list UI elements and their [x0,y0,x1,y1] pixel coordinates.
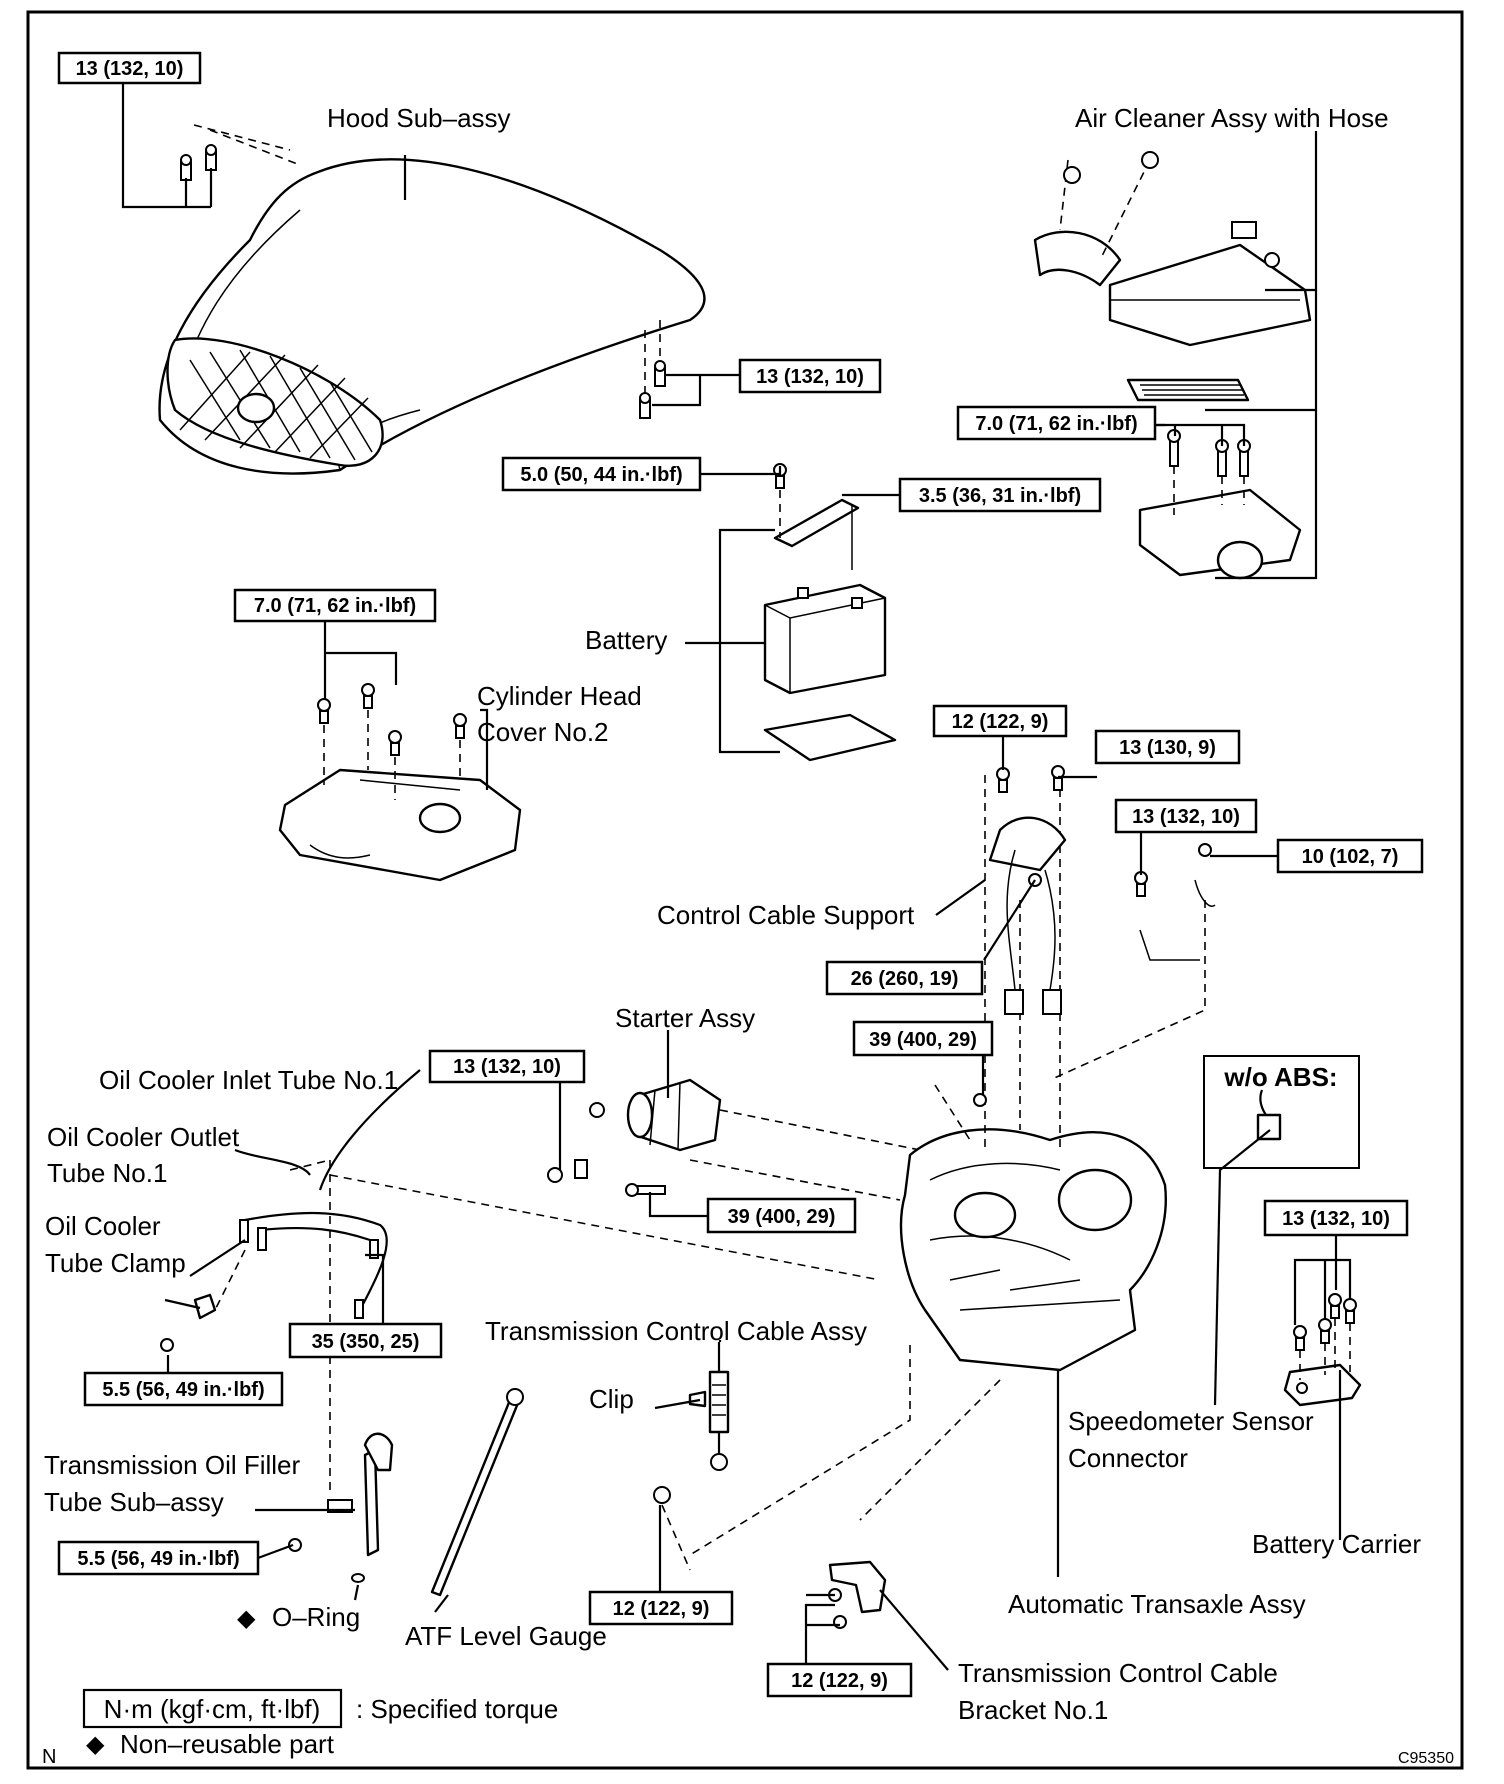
label-clip: Clip [589,1384,634,1414]
label-speedo-line2: Connector [1068,1443,1188,1473]
torque-39-400-bottom-text: 39 (400, 29) [728,1206,836,1228]
torque-39-400-top-text: 39 (400, 29) [869,1029,977,1051]
torque-13-132-carrier-text: 13 (132, 10) [1282,1208,1390,1230]
torque-13-132-mid: 13 (132, 10) [1114,798,1258,834]
torque-hood-top: 13 (132, 10) [57,51,202,85]
leader-lines [121,83,1352,1671]
label-air-cleaner: Air Cleaner Assy with Hose [1075,103,1389,133]
torque-39-400-bottom: 39 (400, 29) [706,1197,857,1234]
label-transaxle: Automatic Transaxle Assy [1008,1589,1306,1619]
trans-control-cable-drawing [653,1342,730,1571]
air-cleaner-drawing [1033,151,1312,580]
torque-13-132-starter-text: 13 (132, 10) [453,1056,561,1078]
torque-cylinder-cover: 7.0 (71, 62 in.·lbf) [233,588,437,623]
oil-cooler-tubes-drawing [160,1159,881,1352]
label-filler-tube-line1: Transmission Oil Filler [44,1450,301,1480]
label-oil-cooler-outlet-line1: Oil Cooler Outlet [47,1122,240,1152]
label-oil-cooler-outlet-line2: Tube No.1 [47,1158,167,1188]
torque-hood-top-text: 13 (132, 10) [76,58,184,80]
torque-air-cleaner: 7.0 (71, 62 in.·lbf) [956,405,1157,441]
label-oil-cooler-clamp-line1: Oil Cooler [45,1211,161,1241]
o-ring-diamond-icon: ◆ [237,1605,256,1632]
torque-35-350: 35 (350, 25) [288,1322,443,1359]
wo-abs-text: w/o ABS: [1223,1062,1337,1092]
battery-drawing [763,463,897,762]
torque-5-5-filler-text: 5.5 (56, 49 in.·lbf) [77,1548,239,1570]
label-atf-gauge: ATF Level Gauge [405,1621,607,1651]
label-hood: Hood Sub–assy [327,103,511,133]
torque-12-122-bracket-text: 12 (122, 9) [791,1670,888,1692]
torque-13-132-mid-text: 13 (132, 10) [1132,806,1240,828]
torque-10-102-text: 10 (102, 7) [1302,846,1399,868]
atf-gauge-drawing [430,1388,524,1597]
label-speedo-line1: Speedometer Sensor [1068,1406,1314,1436]
torque-hood-side: 13 (132, 10) [738,358,882,394]
torque-10-102: 10 (102, 7) [1276,838,1424,874]
legend: N·m (kgf·cm, ft·lbf) : Specified torque … [42,1688,1454,1768]
torque-battery-clamp-text: 5.0 (50, 44 in.·lbf) [520,464,682,486]
cylinder-head-cover-drawing [278,683,522,882]
torque-13-132-starter: 13 (132, 10) [428,1049,586,1084]
torque-35-350-text: 35 (350, 25) [312,1331,420,1353]
label-filler-tube-line2: Tube Sub–assy [44,1487,224,1517]
torque-battery-clamp: 5.0 (50, 44 in.·lbf) [501,456,702,492]
figure-code: C95350 [1398,1750,1454,1767]
torque-12-122-cable-text: 12 (122, 9) [613,1598,710,1620]
torque-battery-terminal-text: 3.5 (36, 31 in.·lbf) [919,485,1081,507]
torque-13-130: 13 (130, 9) [1094,729,1241,765]
hood-drawing [158,124,706,475]
battery-carrier-drawing [1283,1293,1362,1407]
label-bracket-line1: Transmission Control Cable [958,1658,1278,1688]
torque-5-5-clamp: 5.5 (56, 49 in.·lbf) [83,1371,284,1407]
label-oil-cooler-clamp-line2: Tube Clamp [45,1248,186,1278]
legend-diamond-icon: ◆ [86,1731,105,1758]
diagram-frame [26,10,1464,1770]
torque-5-5-filler: 5.5 (56, 49 in.·lbf) [57,1540,260,1576]
starter-drawing [547,1078,921,1201]
legend-specified-torque: : Specified torque [356,1694,558,1724]
torque-12-122-top: 12 (122, 9) [932,704,1068,738]
torque-13-132-carrier: 13 (132, 10) [1263,1199,1409,1237]
torque-cylinder-cover-text: 7.0 (71, 62 in.·lbf) [254,595,416,617]
torque-13-130-text: 13 (130, 9) [1119,737,1216,759]
label-battery-carrier: Battery Carrier [1252,1529,1421,1559]
torque-5-5-clamp-text: 5.5 (56, 49 in.·lbf) [102,1379,264,1401]
label-bracket-line2: Bracket No.1 [958,1695,1108,1725]
torque-12-122-cable: 12 (122, 9) [588,1590,734,1626]
wo-abs-box: w/o ABS: [1203,1055,1360,1169]
torque-26-260-text: 26 (260, 19) [851,968,959,990]
control-cable-support-drawing [973,765,1216,1107]
label-starter: Starter Assy [615,1003,755,1033]
footer-left-code: N [42,1746,56,1768]
speedo-sensor-drawing [1256,1089,1282,1141]
torque-12-122-bracket: 12 (122, 9) [766,1662,913,1698]
label-control-cable-support: Control Cable Support [657,900,915,930]
part-labels: Hood Sub–assy Air Cleaner Assy with Hose… [44,103,1421,1725]
torque-battery-terminal: 3.5 (36, 31 in.·lbf) [898,477,1102,513]
torque-26-260: 26 (260, 19) [825,960,984,996]
label-oil-cooler-inlet: Oil Cooler Inlet Tube No.1 [99,1065,398,1095]
label-battery: Battery [585,625,667,655]
legend-non-reusable: Non–reusable part [120,1729,335,1759]
torque-hood-side-text: 13 (132, 10) [756,366,864,388]
label-cylinder-head-line2: Cover No.2 [477,717,609,747]
filler-tube-drawing [288,1160,394,1583]
torque-39-400-top: 39 (400, 29) [852,1020,994,1057]
transaxle-drawing [689,775,1206,1556]
torque-12-122-top-text: 12 (122, 9) [952,711,1049,733]
label-cylinder-head-line1: Cylinder Head [477,681,642,711]
label-trans-control-cable: Transmission Control Cable Assy [485,1316,867,1346]
legend-unit-box: N·m (kgf·cm, ft·lbf) [104,1694,321,1724]
label-o-ring: O–Ring [272,1602,360,1632]
bracket-drawing [828,1560,887,1629]
torque-boxes: 13 (132, 10) 13 (132, 10) 7.0 (71, 62 in… [57,51,1424,1698]
torque-air-cleaner-text: 7.0 (71, 62 in.·lbf) [975,413,1137,435]
